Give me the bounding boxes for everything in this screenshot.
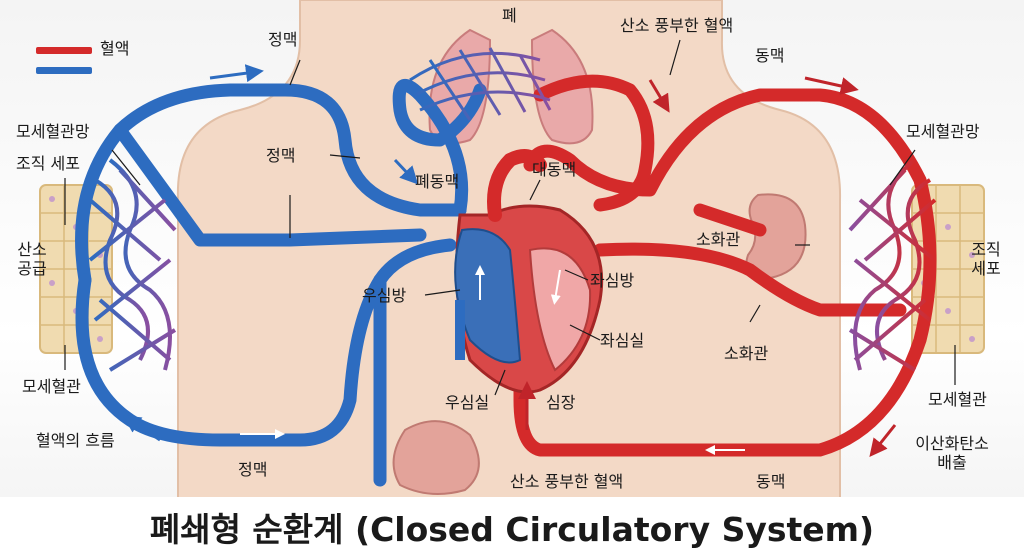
heart bbox=[454, 149, 604, 394]
label-digestive-upper: 소화관 bbox=[696, 230, 741, 249]
intestine bbox=[392, 420, 480, 495]
label-capillary-net-right: 모세혈관망 bbox=[906, 122, 980, 141]
legend-swatch-red bbox=[36, 47, 92, 54]
label-tissue-cells-right: 조직 세포 bbox=[971, 240, 1001, 279]
flow-arrows bbox=[122, 64, 897, 458]
label-capillary-net-left: 모세혈관망 bbox=[16, 122, 90, 141]
title-bar bbox=[0, 497, 1024, 559]
capillary-net-left bbox=[88, 158, 177, 372]
label-blood-flow: 혈액의 흐름 bbox=[36, 431, 115, 450]
label-oxygen-supply: 산소 공급 bbox=[17, 240, 47, 279]
label-capillary-right: 모세혈관 bbox=[928, 390, 987, 409]
label-right-ventricle: 우심실 bbox=[445, 393, 490, 412]
label-vein-mid: 정맥 bbox=[266, 146, 296, 165]
leader-lines bbox=[64, 39, 956, 396]
label-capillary-left: 모세혈관 bbox=[22, 377, 81, 396]
page-title: 폐쇄형 순환계 (Closed Circulatory System) bbox=[149, 510, 875, 549]
label-right-atrium: 우심방 bbox=[362, 286, 407, 305]
legend-swatch-blue bbox=[36, 67, 92, 74]
label-artery-top: 동맥 bbox=[755, 46, 785, 65]
label-aorta: 대동맥 bbox=[532, 160, 577, 179]
label-co2-release: 이산화탄소 배출 bbox=[915, 434, 989, 473]
label-left-ventricle: 좌심실 bbox=[600, 331, 645, 350]
lung-capillaries bbox=[409, 47, 552, 121]
veins bbox=[75, 79, 487, 487]
label-left-atrium: 좌심방 bbox=[590, 271, 635, 290]
label-oxy-blood-bottom: 산소 풍부한 혈액 bbox=[510, 472, 624, 491]
label-vein-bottom: 정맥 bbox=[238, 460, 268, 479]
legend-label: 혈액 bbox=[100, 39, 130, 58]
label-artery-bottom: 동맥 bbox=[756, 472, 786, 491]
label-digestive-lower: 소화관 bbox=[724, 344, 769, 363]
label-tissue-cells-left: 조직 세포 bbox=[16, 154, 80, 173]
label-vein-top: 정맥 bbox=[268, 30, 298, 49]
label-pulmonary-artery: 폐동맥 bbox=[415, 172, 460, 191]
capillary-net-right bbox=[848, 158, 937, 372]
label-heart: 심장 bbox=[546, 393, 576, 412]
label-oxy-blood-top: 산소 풍부한 혈액 bbox=[620, 16, 734, 35]
label-lung: 폐 bbox=[502, 6, 517, 25]
arteries bbox=[513, 74, 937, 457]
